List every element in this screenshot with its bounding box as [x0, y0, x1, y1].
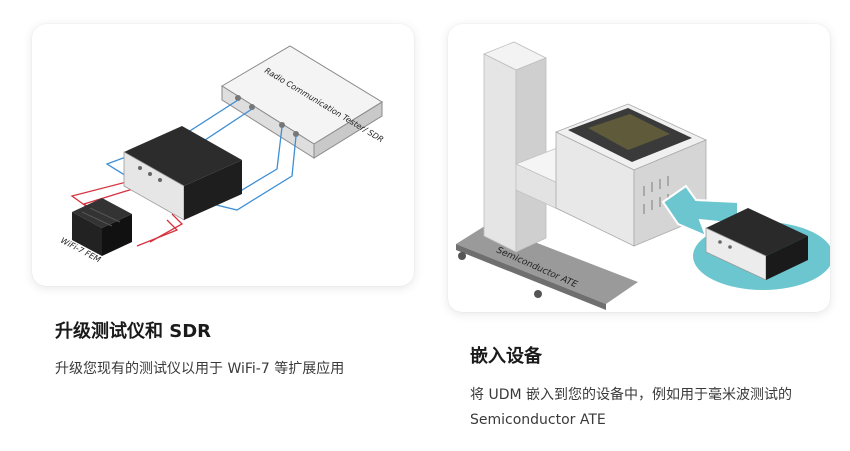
- embed-device-title: 嵌入设备: [470, 346, 542, 367]
- embedded-udm-device: [705, 208, 808, 281]
- tester-sdr-card[interactable]: Radio Communication Tester/ SDR: [32, 24, 414, 286]
- tester-sdr-illustration: Radio Communication Tester/ SDR: [59, 45, 385, 264]
- tester-sdr-title: 升级测试仪和 SDR: [55, 321, 212, 342]
- ate-column: [483, 41, 547, 253]
- embed-device-card[interactable]: Semiconductor ATE: [448, 24, 830, 312]
- wifi7-fem: [72, 198, 132, 256]
- radio-tester-device: [221, 45, 383, 159]
- embed-device-description: 将 UDM 嵌入到您的设备中，例如用于毫米波测试的 Semiconductor …: [470, 387, 793, 428]
- ate-test-head: [555, 103, 707, 247]
- udm-device: [123, 126, 242, 221]
- tester-sdr-description: 升级您现有的测试仪以用于 WiFi-7 等扩展应用: [55, 361, 345, 377]
- ate-illustration: Semiconductor ATE: [456, 41, 830, 310]
